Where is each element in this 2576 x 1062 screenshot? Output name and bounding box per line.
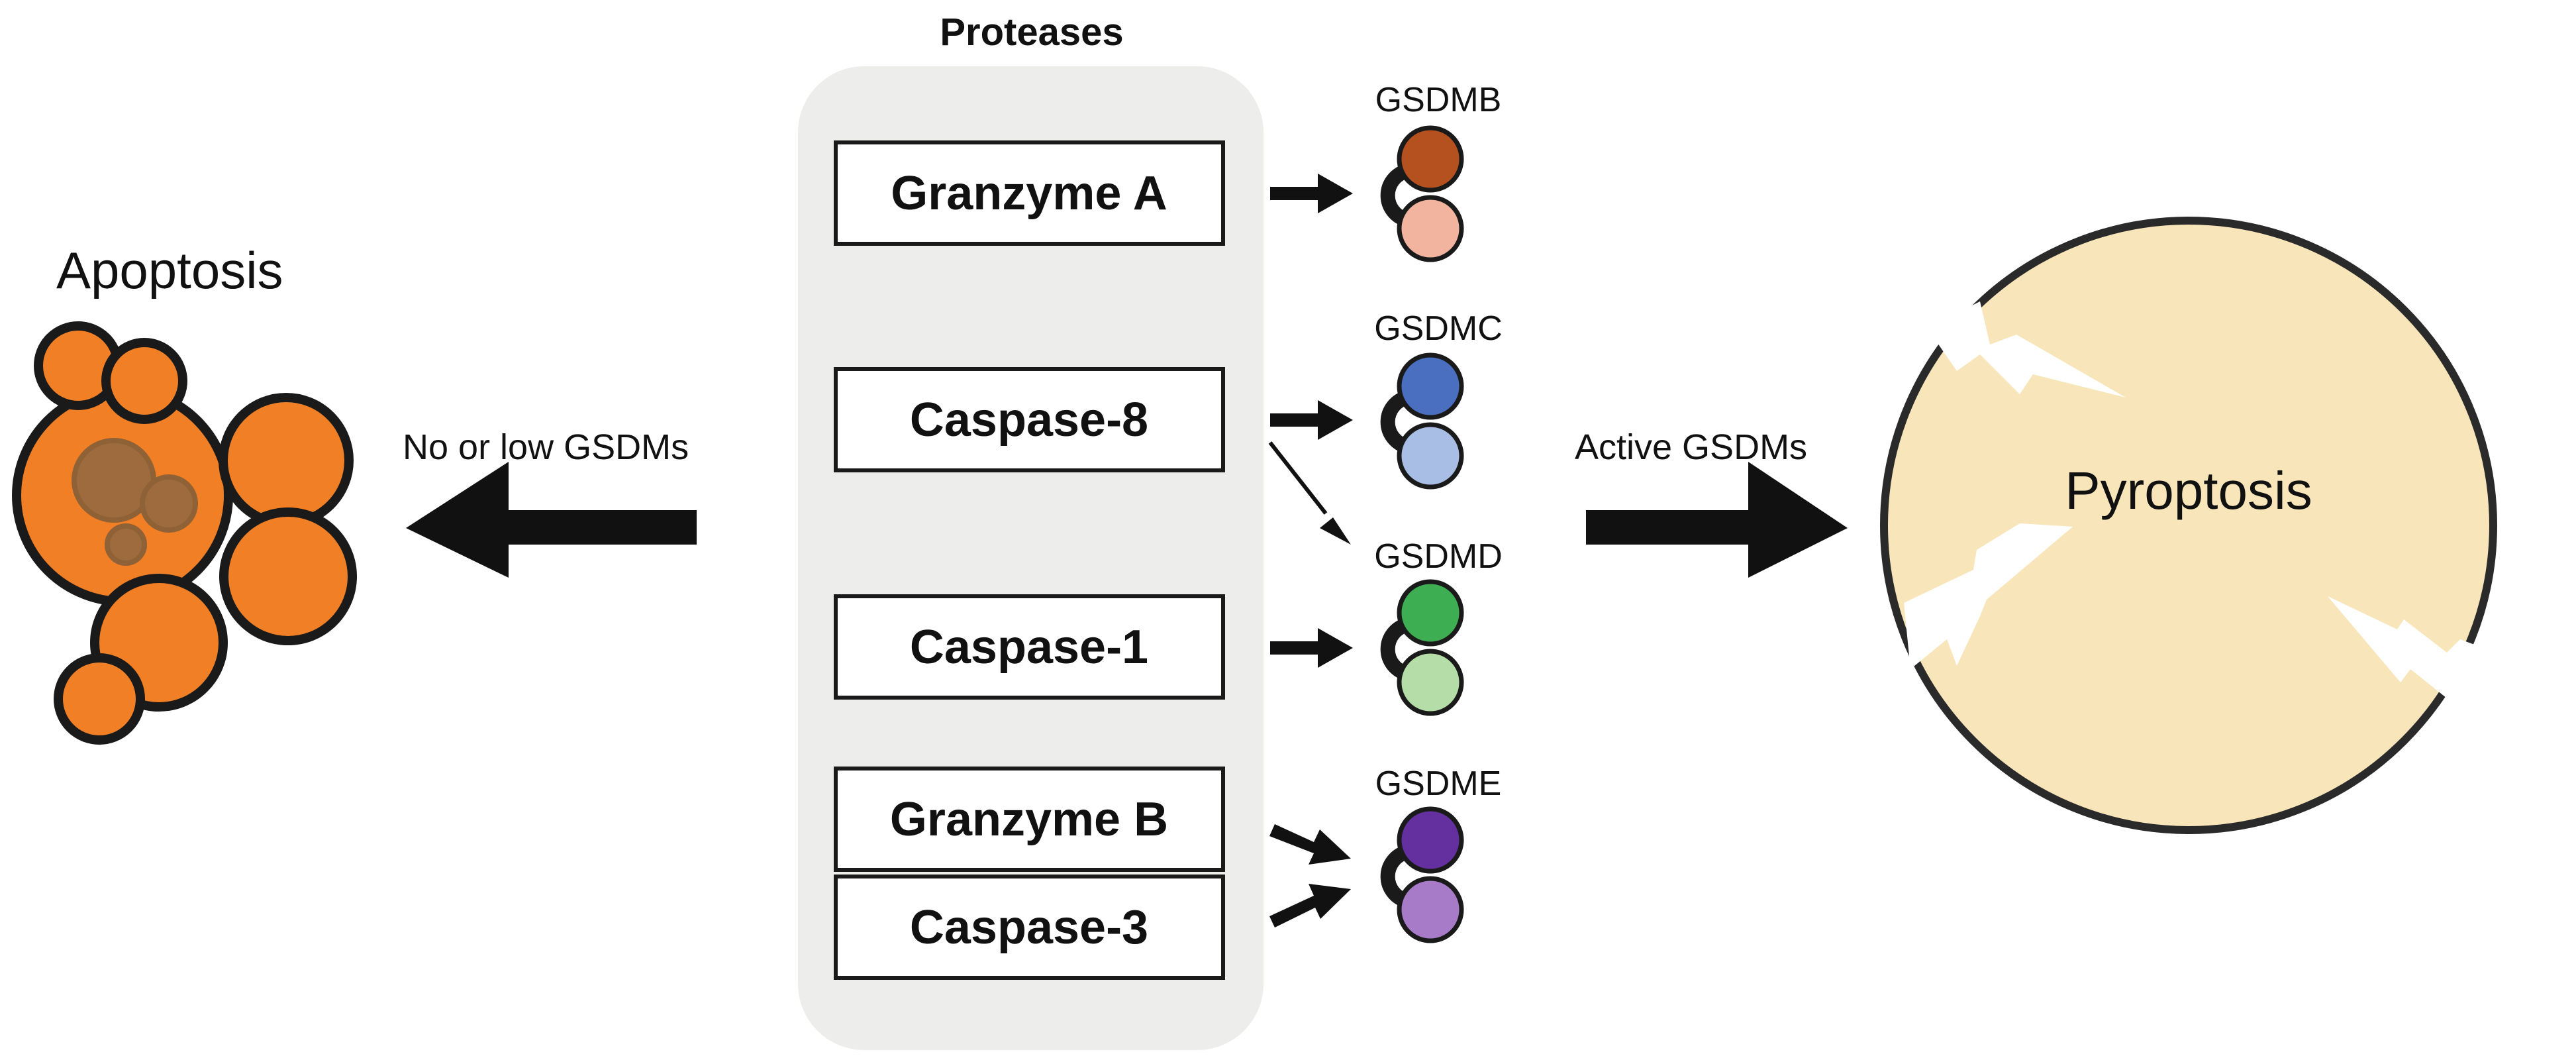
arrow-caspase-1-to-gsdmd (1270, 628, 1353, 668)
apoptotic-cell-icon (12, 321, 357, 745)
gsdmc-linker (1380, 390, 1410, 454)
gsdme-c-terminal (1397, 876, 1464, 943)
left-arrow-group: No or low GSDMs (403, 427, 697, 578)
rupture-right (2328, 596, 2523, 722)
gsdmc-c-terminal (1397, 422, 1464, 490)
gsdmc-n-terminal (1397, 352, 1464, 420)
right-arrow (1586, 462, 1848, 578)
organelle-medium (140, 474, 198, 533)
proteases-title: Proteases (940, 11, 1123, 54)
apoptotic-bleb-bottom-left (54, 653, 145, 745)
arrow-caspase-8-to-gsdmd-head (1320, 517, 1351, 545)
gasdermin-gsdmc: GSDMC (1374, 309, 1503, 490)
gasdermin-gsdmb: GSDMB (1375, 81, 1502, 262)
arrow-caspase-3-to-gsdme (1269, 884, 1351, 928)
apoptotic-bleb-right-upper (219, 393, 354, 528)
apoptosis-group: Apoptosis (12, 241, 357, 745)
cleavage-arrows (1268, 174, 1353, 928)
protease-panel-group: Proteases Granzyme A Caspase-8 Caspase-1… (798, 11, 1263, 1050)
arrow-granzyme-a-to-gsdmb (1270, 174, 1353, 213)
arrow-caspase-8-to-gsdmc (1270, 400, 1353, 440)
gsdmb-n-terminal (1397, 125, 1464, 193)
gsdme-linker (1380, 845, 1410, 908)
apoptotic-organelles (72, 438, 198, 566)
gsdmc-label: GSDMC (1374, 309, 1503, 348)
protease-box-caspase-1: Caspase-1 (834, 594, 1225, 700)
apoptosis-label: Apoptosis (56, 241, 283, 299)
right-arrow-group: Active GSDMs (1575, 427, 1848, 578)
rupture-top-left (1927, 301, 2126, 398)
arrow-granzyme-b-to-gsdme (1269, 824, 1351, 865)
rupture-left (1904, 523, 2073, 669)
pyroptosis-group: Pyroptosis (1880, 217, 2523, 834)
gsdmd-label: GSDMD (1374, 537, 1503, 576)
protease-label-granzyme-a: Granzyme A (891, 167, 1167, 220)
membrane-rupture-icons (1904, 301, 2523, 722)
protease-box-caspase-8: Caspase-8 (834, 367, 1225, 472)
right-arrow-label: Active GSDMs (1575, 427, 1807, 467)
protease-box-caspase-3: Caspase-3 (834, 875, 1225, 980)
protease-box-granzyme-a: Granzyme A (834, 140, 1225, 246)
apoptotic-bleb-top (101, 338, 187, 424)
protease-label-granzyme-b: Granzyme B (890, 793, 1168, 846)
gsdmb-label: GSDMB (1375, 81, 1502, 119)
gsdmb-c-terminal (1397, 195, 1464, 262)
apoptotic-bleb-right-lower (219, 507, 357, 645)
gsdmd-c-terminal (1397, 649, 1464, 716)
left-arrow (406, 462, 697, 578)
gsdmb-linker (1380, 164, 1410, 227)
gasdermin-gsdmd: GSDMD (1374, 537, 1503, 716)
gsdmd-n-terminal (1397, 579, 1464, 647)
protease-box-granzyme-b: Granzyme B (834, 767, 1225, 872)
left-arrow-label: No or low GSDMs (403, 427, 689, 467)
protease-label-caspase-3: Caspase-3 (910, 901, 1148, 954)
gsdme-label: GSDME (1375, 765, 1502, 803)
arrow-caspase-8-to-gsdmd-line (1268, 441, 1328, 515)
protease-label-caspase-8: Caspase-8 (910, 394, 1148, 447)
protease-label-caspase-1: Caspase-1 (910, 621, 1148, 674)
organelle-small (105, 523, 147, 566)
gasdermin-gsdme: GSDME (1375, 765, 1502, 943)
gsdmd-linker (1380, 617, 1410, 681)
pyroptosis-label: Pyroptosis (2065, 461, 2312, 520)
gsdme-n-terminal (1397, 806, 1464, 874)
